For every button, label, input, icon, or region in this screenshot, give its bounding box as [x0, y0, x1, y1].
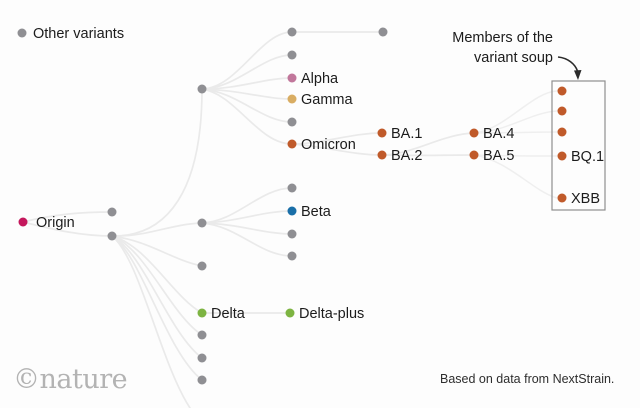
- node-gamma: Gamma: [287, 92, 354, 108]
- node-xbb: XBB: [557, 191, 600, 207]
- ba4-dot: [469, 128, 479, 138]
- edge-path: [111, 235, 203, 336]
- node-ba5: BA.5: [469, 148, 514, 164]
- node-ba1: BA.1: [377, 126, 422, 142]
- soup-dot-1: [557, 86, 567, 96]
- edge-path: [22, 221, 113, 237]
- edge-path: [201, 88, 293, 145]
- edge-path: [201, 31, 293, 90]
- edge-path: [201, 222, 293, 257]
- variant-soup-box: [551, 80, 606, 211]
- omicron-dot: [287, 139, 297, 149]
- edge-path: [201, 88, 293, 100]
- unlabeled-node-g2: [197, 353, 207, 363]
- soup-members: BQ.1 XBB: [557, 86, 604, 207]
- ba1-label: BA.1: [391, 126, 422, 142]
- xbb-dot: [557, 193, 567, 203]
- node-delta-plus: Delta-plus: [285, 306, 364, 322]
- alpha-label: Alpha: [301, 71, 339, 87]
- annotation-line1: Members of the: [452, 30, 553, 46]
- ba1-dot: [377, 128, 387, 138]
- hub-top-node: [197, 84, 207, 94]
- soup-dot-3: [557, 127, 567, 137]
- edge-path: [111, 222, 203, 237]
- edge-path: [111, 235, 203, 359]
- node-delta: Delta: [197, 306, 246, 322]
- data-credit: Based on data from NextStrain.: [440, 372, 614, 386]
- edge-path: [473, 131, 558, 134]
- edge-path: [473, 90, 558, 134]
- gamma-dot: [287, 94, 297, 104]
- unlabeled-node-g3: [197, 375, 207, 385]
- edge-path: [111, 235, 203, 314]
- annotation-line2: variant soup: [474, 50, 553, 66]
- edge-path: [111, 88, 203, 237]
- hub-beta-node: [197, 218, 207, 228]
- annotation-variant-soup: Members of the variant soup: [452, 30, 582, 80]
- beta-label: Beta: [301, 204, 332, 220]
- alpha-dot: [287, 73, 297, 83]
- unlabeled-node-t1b: [378, 27, 388, 37]
- edge-path: [22, 211, 113, 223]
- node-bq1: BQ.1: [557, 149, 604, 165]
- origin-dot: [18, 217, 28, 227]
- unlabeled-node-b2: [287, 251, 297, 261]
- ba2-label: BA.2: [391, 148, 422, 164]
- node-omicron: Omicron: [287, 137, 356, 153]
- unlabeled-node-n3: [197, 261, 207, 271]
- soup-dot-2: [557, 106, 567, 116]
- edge-path: [201, 88, 293, 123]
- edge-path: [111, 235, 203, 267]
- legend-label: Other variants: [33, 26, 124, 42]
- unlabeled-node-b0: [287, 183, 297, 193]
- node-ba4: BA.4: [469, 126, 514, 142]
- node-alpha: Alpha: [287, 71, 339, 87]
- bq1-label: BQ.1: [571, 149, 604, 165]
- xbb-label: XBB: [571, 191, 600, 207]
- unlabeled-node-g1: [197, 330, 207, 340]
- edge-path: [201, 54, 293, 90]
- delta-plus-label: Delta-plus: [299, 306, 364, 322]
- tree-edges: [22, 31, 558, 408]
- ba2-dot: [377, 150, 387, 160]
- annotation-arrow-line: [557, 56, 579, 72]
- edge-path: [473, 154, 558, 157]
- annotation-arrow-head-icon: [574, 70, 582, 80]
- ba5-dot: [469, 150, 479, 160]
- node-ba2: BA.2: [377, 148, 422, 164]
- unlabeled-node-t3: [287, 117, 297, 127]
- node-beta: Beta: [287, 204, 332, 220]
- unlabeled-node-b: [107, 231, 117, 241]
- unlabeled-node-t2: [287, 50, 297, 60]
- beta-dot: [287, 206, 297, 216]
- omicron-label: Omicron: [301, 137, 356, 153]
- origin-label: Origin: [36, 215, 75, 231]
- edge-path: [111, 235, 203, 381]
- legend-other-variants: Other variants: [17, 26, 124, 42]
- edge-path: [201, 222, 293, 235]
- bq1-dot: [557, 151, 567, 161]
- ba5-label: BA.5: [483, 148, 514, 164]
- unlabeled-nodes: [107, 27, 388, 385]
- unlabeled-node-b1: [287, 229, 297, 239]
- delta-plus-dot: [285, 308, 295, 318]
- node-origin: Origin: [18, 215, 75, 231]
- delta-label: Delta: [211, 306, 246, 322]
- edge-path: [473, 154, 558, 199]
- edge-path: [473, 110, 558, 134]
- edge-path: [291, 143, 383, 156]
- nature-logo: ©nature: [13, 364, 127, 395]
- unlabeled-node-t1: [287, 27, 297, 37]
- unlabeled-node-a: [107, 207, 117, 217]
- edge-path: [201, 210, 293, 224]
- delta-dot: [197, 308, 207, 318]
- ba4-label: BA.4: [483, 126, 514, 142]
- legend-gray-dot: [17, 28, 27, 38]
- edge-path: [111, 235, 191, 408]
- edge-path: [291, 132, 383, 145]
- gamma-label: Gamma: [301, 92, 354, 108]
- edge-path: [201, 77, 293, 90]
